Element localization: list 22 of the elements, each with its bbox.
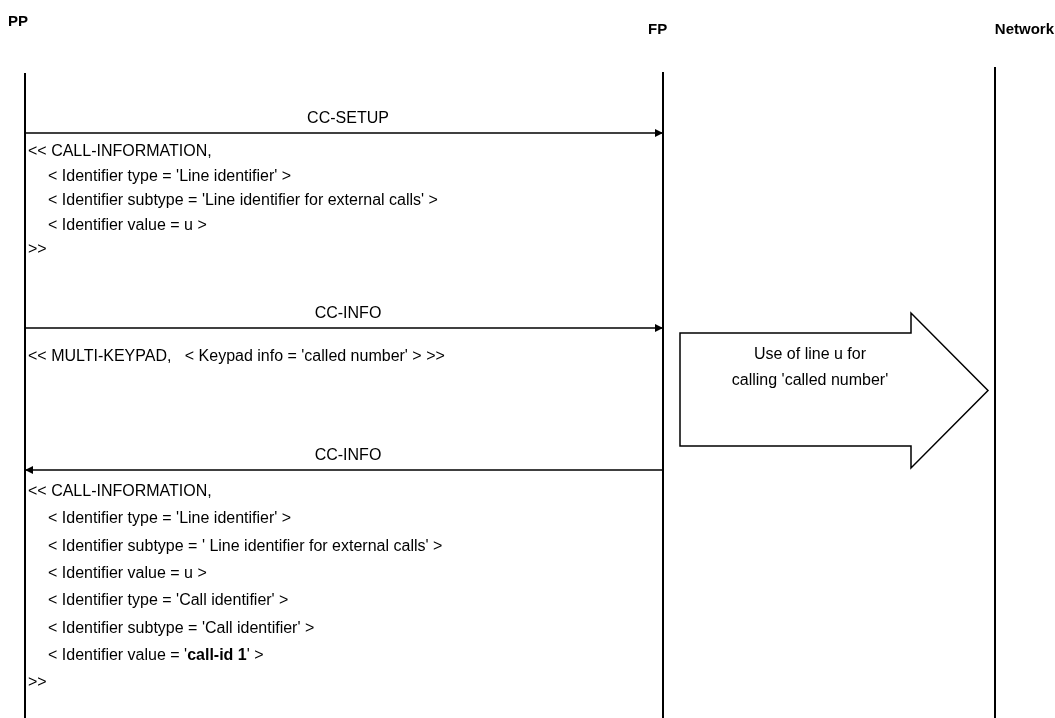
parameter-text: < Identifier subtype = 'Line identifier for external calls' > xyxy=(48,190,438,210)
message-arrow xyxy=(24,324,664,332)
parameter-text: << CALL-INFORMATION, xyxy=(28,141,212,161)
parameter-text: < Identifier type = 'Call identifier' > xyxy=(48,590,289,611)
block-arrow xyxy=(679,311,990,470)
parameter-text: < Identifier value = 'call-id 1' > xyxy=(48,644,264,665)
parameter-text: >> xyxy=(28,239,47,259)
parameter-text: << CALL-INFORMATION, xyxy=(28,481,212,501)
participant-heading: Network xyxy=(993,20,1054,37)
action-text: Use of line u for calling 'called number' xyxy=(730,344,890,390)
parameter-text: < Identifier value = u > xyxy=(48,562,207,583)
parameter-text: < Identifier type = 'Line identifier' > xyxy=(48,165,292,186)
participant-heading: FP xyxy=(648,20,669,37)
parameter-text: >> xyxy=(28,672,47,693)
parameter-text: < Identifier value = u > xyxy=(48,214,207,235)
parameter-text: < Identifier subtype = ' Line identifier for external calls' > xyxy=(48,535,443,556)
message-arrow xyxy=(24,129,664,137)
parameter-text: < Identifier type = 'Line identifier' > xyxy=(48,508,292,529)
parameter-text: << MULTI-KEYPAD, < Keypad info = 'called number' > >> xyxy=(28,346,445,366)
message-arrow xyxy=(24,466,664,474)
parameter-text: < Identifier subtype = 'Call identifier' > xyxy=(48,617,315,638)
participant-heading: PP xyxy=(8,12,29,29)
